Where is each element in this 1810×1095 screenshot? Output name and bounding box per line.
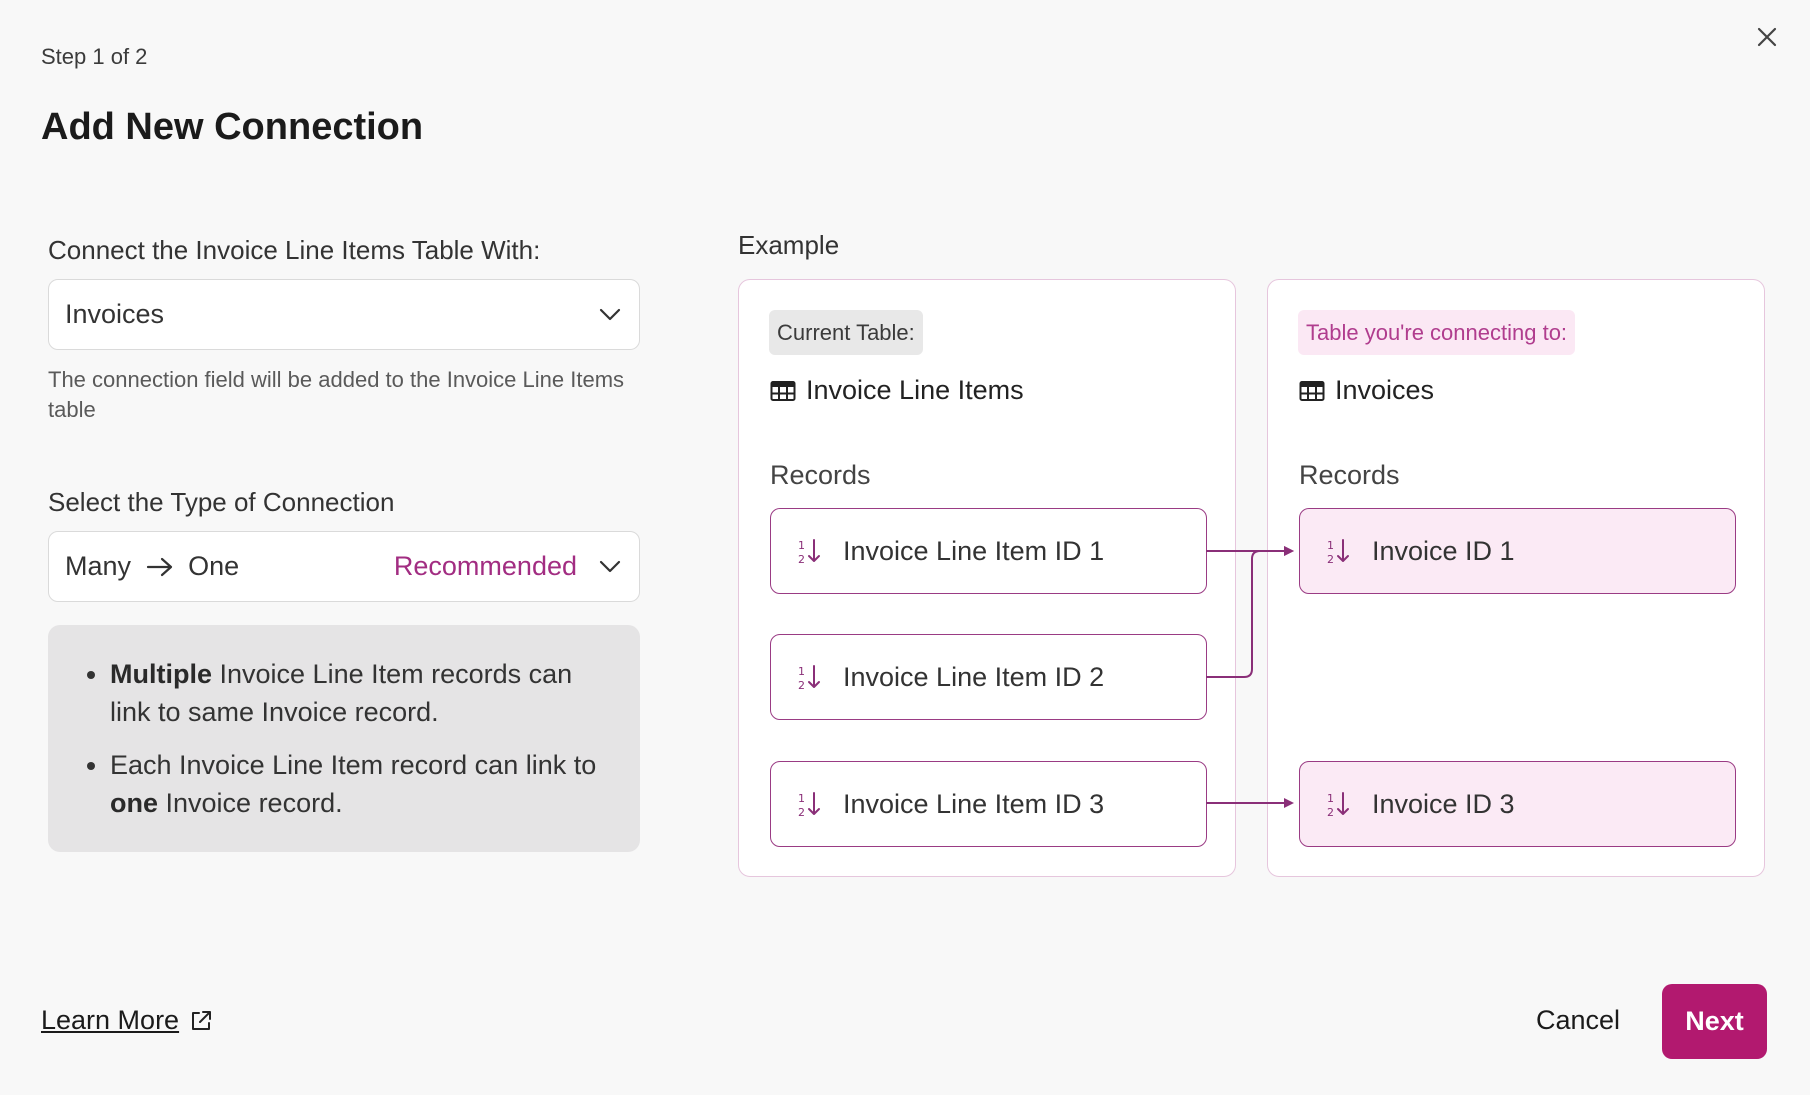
- arrow-right-icon: [146, 557, 172, 577]
- info-text: Each Invoice Line Item record can link t…: [110, 750, 597, 780]
- close-icon: [1757, 27, 1777, 47]
- record-label: Invoice ID 3: [1372, 788, 1515, 819]
- current-table-chip: Current Table:: [769, 310, 923, 355]
- current-table-panel: Current Table: Invoice Line Items Record…: [738, 279, 1236, 877]
- connection-type-select[interactable]: Many One Recommended: [48, 531, 640, 602]
- svg-text:2: 2: [798, 806, 805, 818]
- info-item-one: Each Invoice Line Item record can link t…: [110, 746, 610, 822]
- info-text: Invoice record.: [158, 788, 343, 818]
- svg-text:1: 1: [1327, 539, 1334, 552]
- table-icon: [1299, 380, 1325, 402]
- connection-type-to: One: [188, 551, 240, 581]
- record-label: Invoice ID 1: [1372, 535, 1515, 566]
- table-icon: [770, 380, 796, 402]
- connection-type-label: Select the Type of Connection: [48, 487, 395, 517]
- connection-type-from: Many: [65, 551, 132, 581]
- svg-text:2: 2: [798, 679, 805, 691]
- connect-with-label: Connect the Invoice Line Items Table Wit…: [48, 235, 541, 265]
- info-strong-one: one: [110, 788, 159, 818]
- target-table-chip: Table you're connecting to:: [1298, 310, 1576, 355]
- current-table-label: Invoice Line Items: [806, 375, 1024, 405]
- connection-info-box: Multiple Invoice Line Item records can l…: [48, 625, 640, 852]
- connection-type-value: Many One: [65, 551, 394, 582]
- svg-text:2: 2: [798, 553, 805, 565]
- close-button[interactable]: [1752, 22, 1782, 52]
- target-records-label: Records: [1299, 460, 1400, 490]
- svg-text:1: 1: [798, 665, 805, 678]
- svg-text:2: 2: [1327, 553, 1334, 565]
- connection-info-list: Multiple Invoice Line Item records can l…: [110, 655, 610, 822]
- svg-text:1: 1: [798, 539, 805, 552]
- step-indicator: Step 1 of 2: [41, 44, 148, 69]
- current-records-label: Records: [770, 460, 871, 490]
- chevron-down-icon: [597, 302, 623, 328]
- connect-with-helper: The connection field will be added to th…: [48, 367, 625, 422]
- dialog-title: Add New Connection: [41, 106, 424, 148]
- record-label: Invoice Line Item ID 2: [843, 661, 1105, 692]
- connect-with-select[interactable]: Invoices: [48, 279, 640, 350]
- svg-text:1: 1: [798, 792, 805, 805]
- chevron-down-icon: [597, 554, 623, 580]
- target-table-panel: Table you're connecting to: Invoices Rec…: [1267, 279, 1765, 877]
- next-button[interactable]: Next: [1662, 984, 1767, 1059]
- record-label: Invoice Line Item ID 1: [843, 535, 1105, 566]
- example-label: Example: [738, 230, 840, 260]
- target-table-name: Invoices: [1299, 375, 1434, 406]
- learn-more-label: Learn More: [41, 1005, 180, 1035]
- record-label: Invoice Line Item ID 3: [843, 788, 1105, 819]
- current-table-name: Invoice Line Items: [770, 375, 1024, 406]
- connect-with-value: Invoices: [65, 299, 165, 329]
- info-strong-multiple: Multiple: [110, 659, 212, 689]
- cancel-button[interactable]: Cancel: [1536, 1005, 1621, 1035]
- target-table-label: Invoices: [1335, 375, 1435, 405]
- external-link-icon: [189, 1009, 213, 1033]
- svg-text:2: 2: [1327, 806, 1334, 818]
- info-item-multiple: Multiple Invoice Line Item records can l…: [110, 655, 610, 731]
- svg-text:1: 1: [1327, 792, 1334, 805]
- recommended-badge: Recommended: [393, 551, 577, 581]
- learn-more-link[interactable]: Learn More: [41, 1005, 213, 1036]
- info-text: Invoice Line Item records can link to sa…: [110, 659, 573, 727]
